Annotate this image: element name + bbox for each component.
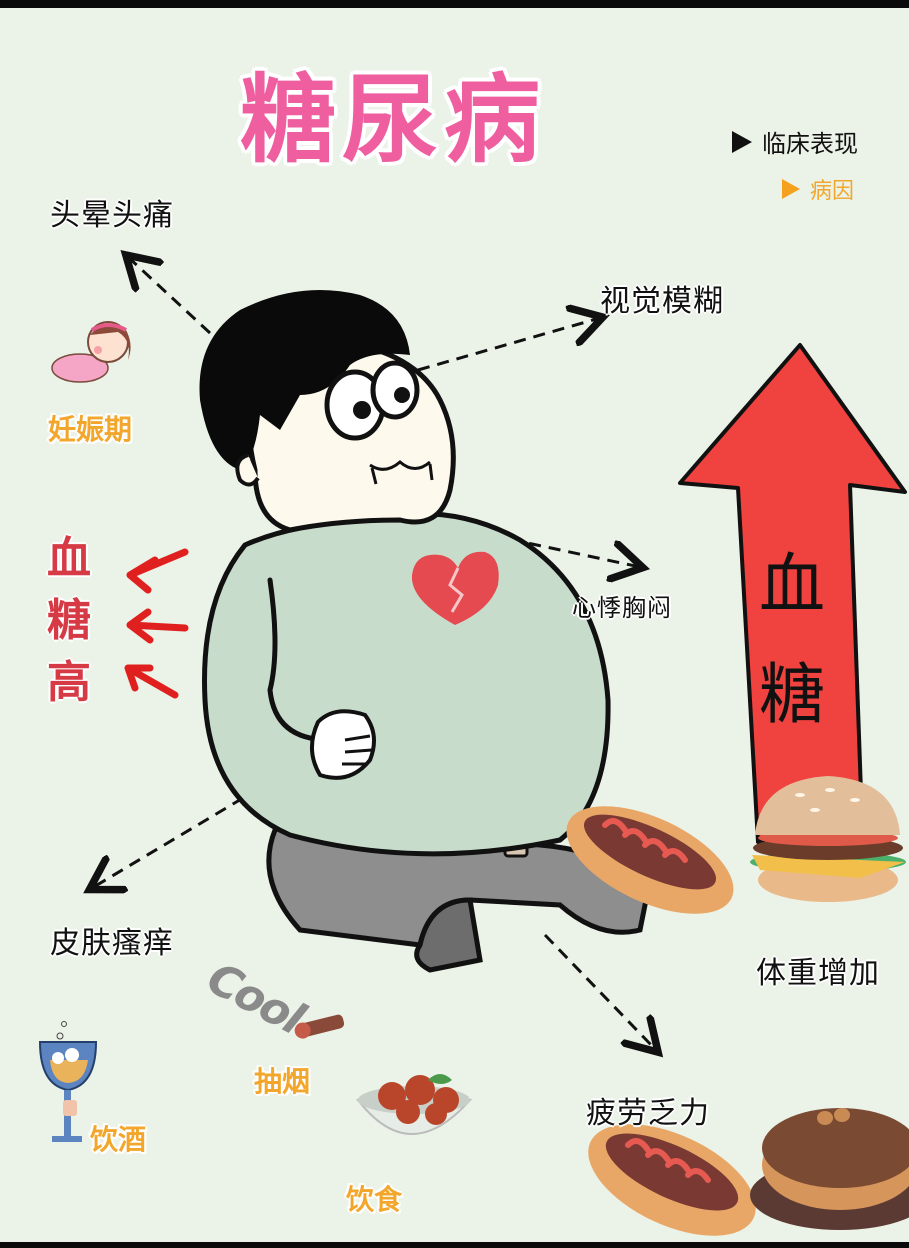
wine-glass-icon	[38, 1021, 98, 1142]
high-blood-sugar-label: 血 糖 高	[44, 528, 94, 714]
legend: 临床表现 病因	[732, 124, 858, 205]
page-title: 糖尿病	[240, 64, 546, 176]
symptom-fatigue: 疲劳乏力	[586, 1096, 710, 1131]
cause-diet: 饮食	[346, 1183, 403, 1216]
char: 血	[47, 533, 91, 584]
symptom-dizziness-headache: 头晕头痛	[50, 198, 174, 233]
char: 血	[759, 546, 825, 623]
symptom-weight-gain: 体重增加	[756, 956, 880, 991]
big-arrow-label: 血 糖	[752, 530, 832, 750]
cause-smoking: 抽烟	[254, 1065, 311, 1098]
orange-triangle-icon	[782, 179, 800, 199]
cause-pregnancy: 妊娠期	[48, 413, 133, 446]
symptom-blurred-vision: 视觉模糊	[600, 284, 724, 319]
infographic-canvas: 糖尿病 临床表现 病因	[0, 8, 909, 1242]
chocolate-donut-icon	[750, 1108, 909, 1230]
hotdog-icon-2	[588, 1124, 756, 1236]
hotdog-icon	[566, 806, 734, 914]
legend-label: 病因	[810, 179, 855, 204]
character-illustration	[38, 8, 909, 1236]
legend-item-clinical: 临床表现	[732, 124, 858, 159]
char: 糖	[759, 656, 825, 733]
black-triangle-icon	[732, 130, 752, 153]
food-bowl-icon	[355, 1074, 473, 1135]
cause-drinking: 饮酒	[90, 1123, 147, 1156]
legend-label: 临床表现	[762, 130, 858, 158]
burger-icon	[750, 776, 906, 902]
char: 糖	[47, 595, 91, 646]
symptom-itchy-skin: 皮肤瘙痒	[50, 926, 174, 961]
char: 高	[47, 657, 91, 708]
red-arrows	[124, 548, 189, 699]
legend-item-cause: 病因	[782, 173, 858, 205]
cigarette-icon	[294, 1014, 345, 1039]
symptom-palpitations: 心悸胸闷	[572, 594, 672, 622]
pregnant-woman-icon	[51, 321, 131, 383]
